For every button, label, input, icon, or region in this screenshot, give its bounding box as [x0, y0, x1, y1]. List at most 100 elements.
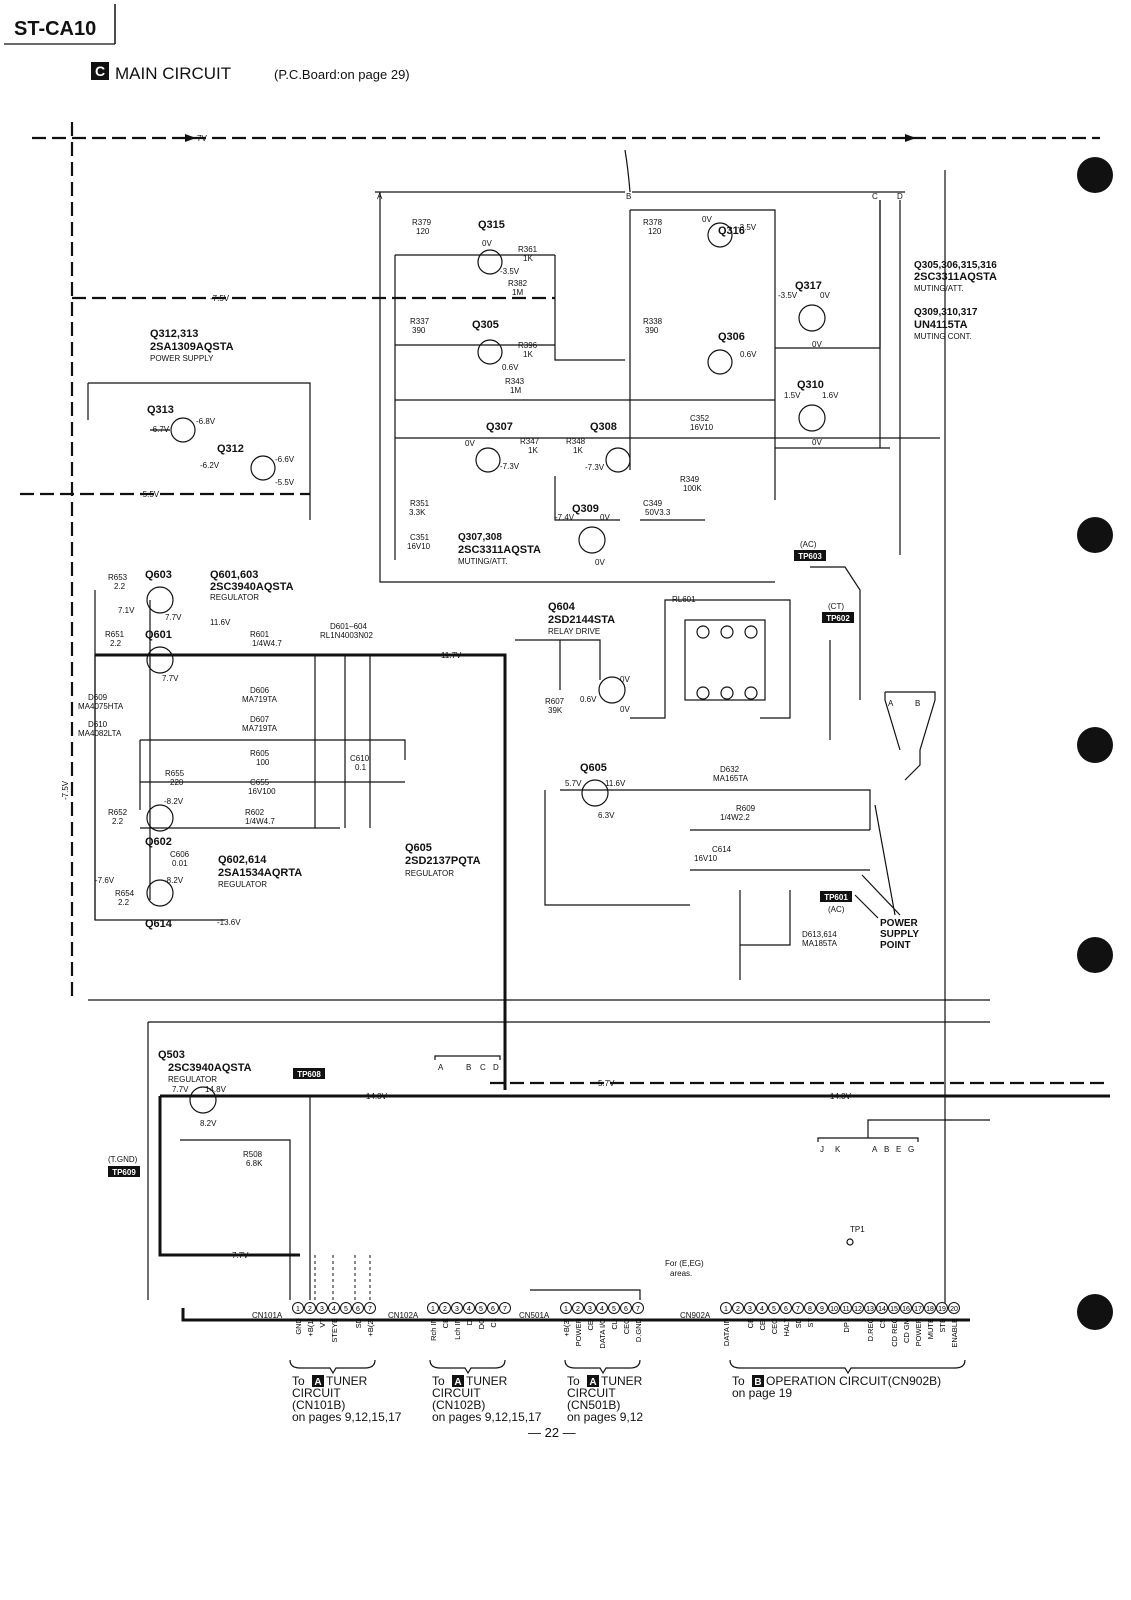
connector-pin-label: +B(3) — [562, 1318, 571, 1337]
relay-rl601 — [684, 619, 766, 701]
connector-pin — [427, 1302, 439, 1314]
q602-label: Q602 — [145, 836, 172, 848]
dest-cn902-board: B — [754, 1377, 761, 1388]
r348-val: 1K — [573, 446, 583, 455]
binder-holes — [1077, 157, 1113, 1330]
c349-ref: C351 — [410, 533, 430, 542]
dest-cn501-line2: CIRCUIT — [567, 1386, 616, 1400]
connector-pin-number: 3 — [748, 1306, 752, 1313]
tp602-badge — [822, 612, 854, 623]
connector-pin-label: DATA IN — [722, 1318, 731, 1346]
for-areas-line1: For (E,EG) — [665, 1259, 704, 1268]
connector-pin — [499, 1302, 511, 1314]
connector-pin-label: CEO — [622, 1318, 631, 1334]
v-q309-b: 0V — [600, 513, 610, 522]
note-q309-part: UN4115TA — [914, 319, 968, 331]
q310-label: Q310 — [797, 379, 824, 391]
rail-14v8-label-right: 14.8V — [830, 1092, 852, 1101]
connector-pin-number: 3 — [455, 1306, 459, 1313]
connector-pin — [768, 1302, 780, 1314]
v-q317-b: 0V — [820, 291, 830, 300]
transistor-q601 — [146, 646, 174, 674]
power-rails: 7V -7.5V -5.5V 11.7V 14.8V 14.8V 5.7V -7… — [20, 122, 1110, 1310]
relay-block: RL601 Q604 2SD2144STA RELAY DRIVE 0V 0.6… — [515, 540, 936, 781]
note-q605-refs: Q605 — [405, 842, 432, 854]
dest-cn102-line3: (CN102B) — [432, 1398, 485, 1412]
connector-pin-number: 3 — [320, 1306, 324, 1313]
d607-ref: D607 — [250, 715, 270, 724]
rail-neg5v5-label: -5.5V — [140, 490, 160, 499]
v-q312-b: -6.2V — [200, 461, 220, 470]
rail-7v7-lower — [158, 1096, 300, 1257]
r349-val: 3.3K — [409, 508, 426, 517]
connector-pin-label: CD REC — [890, 1317, 899, 1346]
connector-pin-number: 1 — [296, 1306, 300, 1313]
v-q312-e: -6.6V — [275, 455, 295, 464]
cn101a-ref: CN101A — [252, 1311, 283, 1320]
relay-ref: RL601 — [672, 595, 696, 604]
connector-pin — [816, 1302, 828, 1314]
section-badge — [91, 62, 109, 80]
connector-pin-number: 20 — [950, 1306, 958, 1313]
v-q503-c: 14.8V — [205, 1085, 227, 1094]
binder-hole — [1077, 1294, 1113, 1330]
bus-letter-a: A — [377, 192, 383, 201]
q604-label: Q604 — [548, 601, 576, 613]
r605-val: 100 — [256, 758, 270, 767]
transistor-q503 — [189, 1086, 217, 1114]
q313-label: Q313 — [147, 404, 174, 416]
connector-pin — [936, 1302, 948, 1314]
v-q315-b: 0V — [482, 239, 492, 248]
note-q604-part: 2SD2144STA — [548, 614, 615, 626]
bus-letter-b: B — [626, 192, 631, 201]
d612-ref: C614 — [712, 845, 732, 854]
connector-pin-number: 6 — [491, 1306, 495, 1313]
connector-pin-number: 7 — [368, 1306, 372, 1313]
r653-val: 2.2 — [114, 582, 126, 591]
dest-cn102-line2: CIRCUIT — [432, 1386, 481, 1400]
connector-pin-number: 2 — [443, 1306, 447, 1313]
v-q604-e: 0V — [620, 705, 630, 714]
r654-val: 2.2 — [118, 898, 130, 907]
dest-cn101-page: on pages 9,12,15,17 — [292, 1410, 402, 1424]
v-q317-a: -3.5V — [778, 291, 798, 300]
connector-pin — [328, 1302, 340, 1314]
d632-val: MA165TA — [713, 774, 749, 783]
tp603-note: (AC) — [800, 540, 817, 549]
r601-ref: R601 — [250, 630, 270, 639]
v-q316-e: -3.5V — [737, 223, 757, 232]
q503-block: Q503 2SC3940AQSTA REGULATOR 7.7V 14.8V 8… — [108, 1021, 990, 1300]
connector-pin-number: 14 — [878, 1306, 886, 1313]
v-q601-e: 7.7V — [162, 674, 179, 683]
connector-pin-number: 5 — [479, 1306, 483, 1313]
connector-pin-number: 9 — [820, 1306, 824, 1313]
note-d601-refs: D601–604 — [330, 622, 367, 631]
v-q614-b: -7.6V — [95, 876, 115, 885]
q605-label: Q605 — [580, 762, 607, 774]
transistor-q313 — [170, 417, 196, 443]
transistor-q305 — [477, 339, 503, 365]
v-q605-b: 11.6V — [605, 779, 626, 788]
r507-ref: R508 — [243, 1150, 263, 1159]
note-q602-func: REGULATOR — [218, 880, 267, 889]
d611-val: 1/4W2.2 — [720, 813, 750, 822]
r602-val: 1/4W4.7 — [245, 817, 275, 826]
binder-hole — [1077, 727, 1113, 763]
connector-pin — [756, 1302, 768, 1314]
connector-pin-number: 5 — [772, 1306, 776, 1313]
connector-pin — [840, 1302, 852, 1314]
q308-label: Q308 — [590, 421, 617, 433]
connector-pin-label: CEI — [758, 1318, 767, 1331]
connector-pin-label: ST — [806, 1318, 815, 1328]
c371-val: 100K — [683, 484, 702, 493]
dest-cn501-to: To — [567, 1374, 580, 1388]
connector-pin-label: D.REC — [866, 1317, 875, 1341]
c606-ref: C606 — [170, 850, 190, 859]
bus-letter-d: D — [897, 192, 903, 201]
cn902-letter-g: G — [908, 1145, 914, 1154]
q316-label: Q316 — [718, 225, 745, 237]
connector-pin — [596, 1302, 608, 1314]
transistor-q602 — [146, 804, 174, 832]
binder-hole — [1077, 157, 1113, 193]
